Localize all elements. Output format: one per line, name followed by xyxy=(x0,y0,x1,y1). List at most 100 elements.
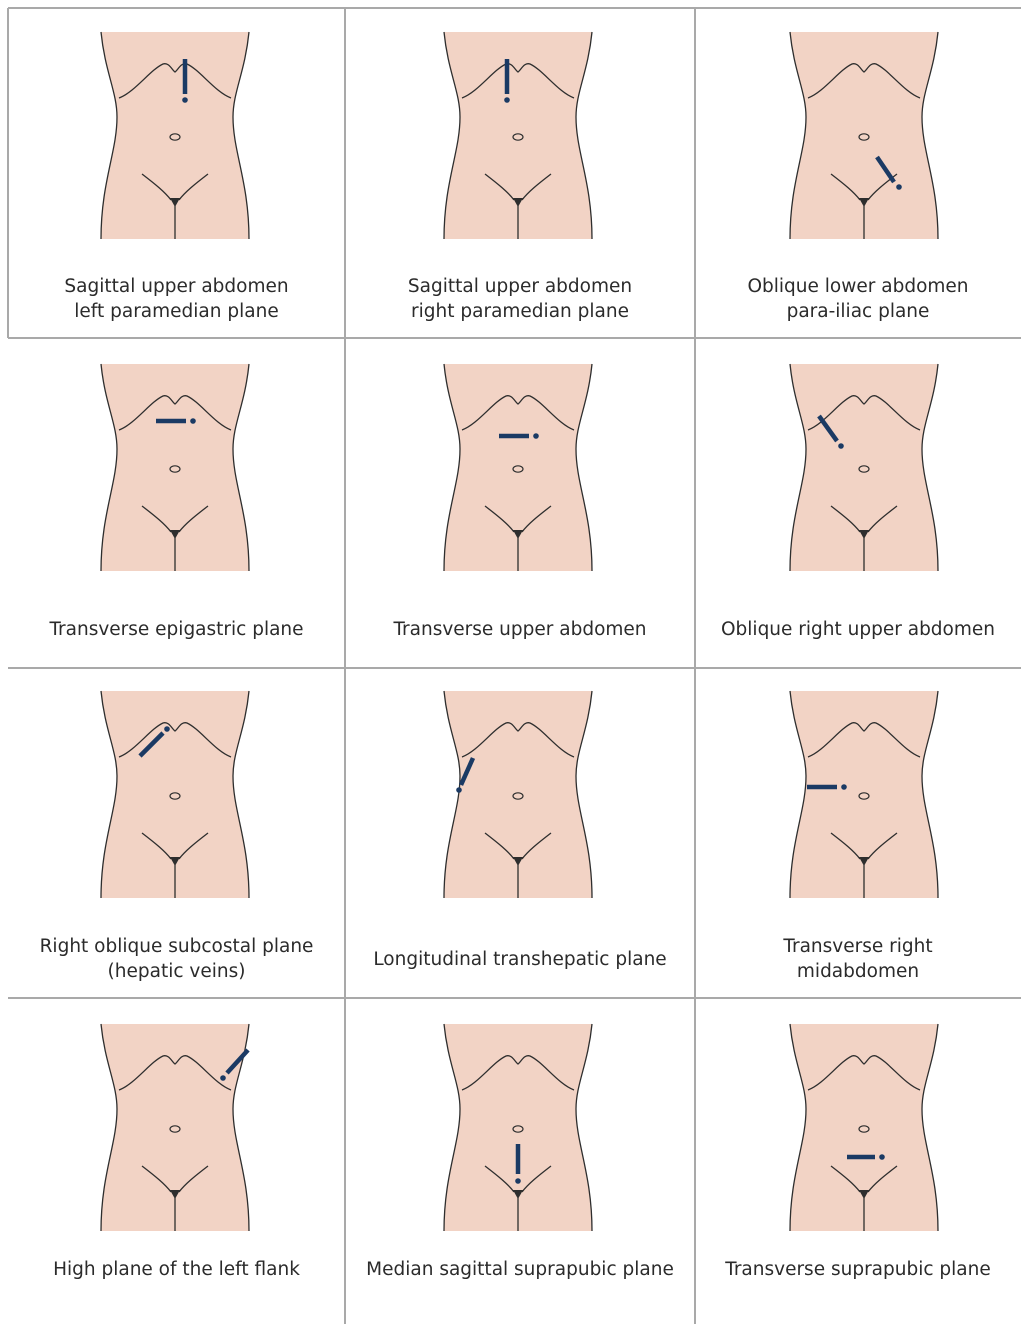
plane-caption: Median sagittal suprapubic plane xyxy=(345,1257,695,1282)
probe-position-marker xyxy=(819,416,837,441)
caption-line: Transverse upper abdomen xyxy=(345,617,695,642)
probe-orientation-dot xyxy=(456,787,462,793)
navel xyxy=(513,793,523,799)
torso-outline-left xyxy=(101,691,117,898)
pubic-mark xyxy=(170,1190,180,1199)
probe-position-marker xyxy=(877,157,894,182)
plane-caption: High plane of the left flank xyxy=(8,1257,345,1282)
plane-caption: Transverse upper abdomen xyxy=(345,617,695,642)
torso-outline-right xyxy=(922,1024,938,1231)
inguinal-lines xyxy=(142,1166,208,1231)
caption-line: right paramedian plane xyxy=(345,299,695,324)
navel xyxy=(170,134,180,140)
pubic-mark xyxy=(170,530,180,539)
torso-outline-left xyxy=(101,32,117,239)
torso-outline-left xyxy=(444,691,460,898)
pubic-mark xyxy=(170,857,180,866)
torso-skin xyxy=(790,364,938,571)
grid-divider-vertical xyxy=(344,8,346,1324)
inguinal-lines xyxy=(485,506,551,571)
probe-orientation-dot xyxy=(896,184,902,190)
torso-outline-right xyxy=(922,364,938,571)
torso-outline-right xyxy=(922,32,938,239)
caption-line: Longitudinal transhepatic plane xyxy=(345,947,695,972)
probe-orientation-dot xyxy=(504,97,510,103)
probe-orientation-dot xyxy=(220,1075,226,1081)
torso-skin xyxy=(790,691,938,898)
torso-skin xyxy=(101,691,249,898)
caption-line: Transverse right xyxy=(695,934,1021,959)
caption-line: midabdomen xyxy=(695,959,1021,984)
torso-outline-left xyxy=(444,364,460,571)
torso-outline-left xyxy=(101,1024,117,1231)
pubic-mark xyxy=(513,1190,523,1199)
navel xyxy=(859,466,869,472)
grid-divider-horizontal xyxy=(8,337,1021,339)
torso-outline-left xyxy=(790,1024,806,1231)
plane-caption: Right oblique subcostal plane(hepatic ve… xyxy=(8,934,345,984)
inguinal-lines xyxy=(831,506,897,571)
inguinal-lines xyxy=(485,1166,551,1231)
torso-outline-left xyxy=(444,32,460,239)
torso-skin xyxy=(444,1024,592,1231)
torso-outline-right xyxy=(233,1024,249,1231)
caption-line: Transverse epigastric plane xyxy=(8,617,345,642)
grid-divider-horizontal xyxy=(8,667,1021,669)
inguinal-lines xyxy=(142,833,208,898)
torso-outline-right xyxy=(233,364,249,571)
pubic-mark xyxy=(513,530,523,539)
probe-position-marker xyxy=(140,733,163,756)
navel xyxy=(170,1126,180,1132)
probe-orientation-dot xyxy=(879,1154,885,1160)
costal-margin xyxy=(119,396,231,430)
torso-outline-right xyxy=(233,32,249,239)
navel xyxy=(859,134,869,140)
probe-orientation-dot xyxy=(515,1178,521,1184)
probe-position-marker xyxy=(461,758,473,785)
costal-margin xyxy=(808,1056,920,1090)
caption-line: High plane of the left flank xyxy=(8,1257,345,1282)
torso-outline-left xyxy=(101,364,117,571)
torso-outline-left xyxy=(790,32,806,239)
navel xyxy=(859,1126,869,1132)
caption-line: Transverse suprapubic plane xyxy=(695,1257,1021,1282)
caption-line: Oblique lower abdomen xyxy=(695,274,1021,299)
caption-line: para-iliac plane xyxy=(695,299,1021,324)
costal-margin xyxy=(119,64,231,98)
torso-skin xyxy=(101,32,249,239)
costal-margin xyxy=(462,723,574,757)
grid-border-left xyxy=(7,8,9,338)
probe-orientation-dot xyxy=(533,433,539,439)
plane-caption: Transverse epigastric plane xyxy=(8,617,345,642)
torso-outline-left xyxy=(444,1024,460,1231)
torso-skin xyxy=(101,364,249,571)
torso-skin xyxy=(444,364,592,571)
probe-orientation-dot xyxy=(190,418,196,424)
torso-skin xyxy=(790,1024,938,1231)
costal-margin xyxy=(462,396,574,430)
torso-outline-right xyxy=(576,32,592,239)
costal-margin xyxy=(808,396,920,430)
pubic-mark xyxy=(859,1190,869,1199)
caption-line: (hepatic veins) xyxy=(8,959,345,984)
navel xyxy=(170,466,180,472)
probe-orientation-dot xyxy=(841,784,847,790)
